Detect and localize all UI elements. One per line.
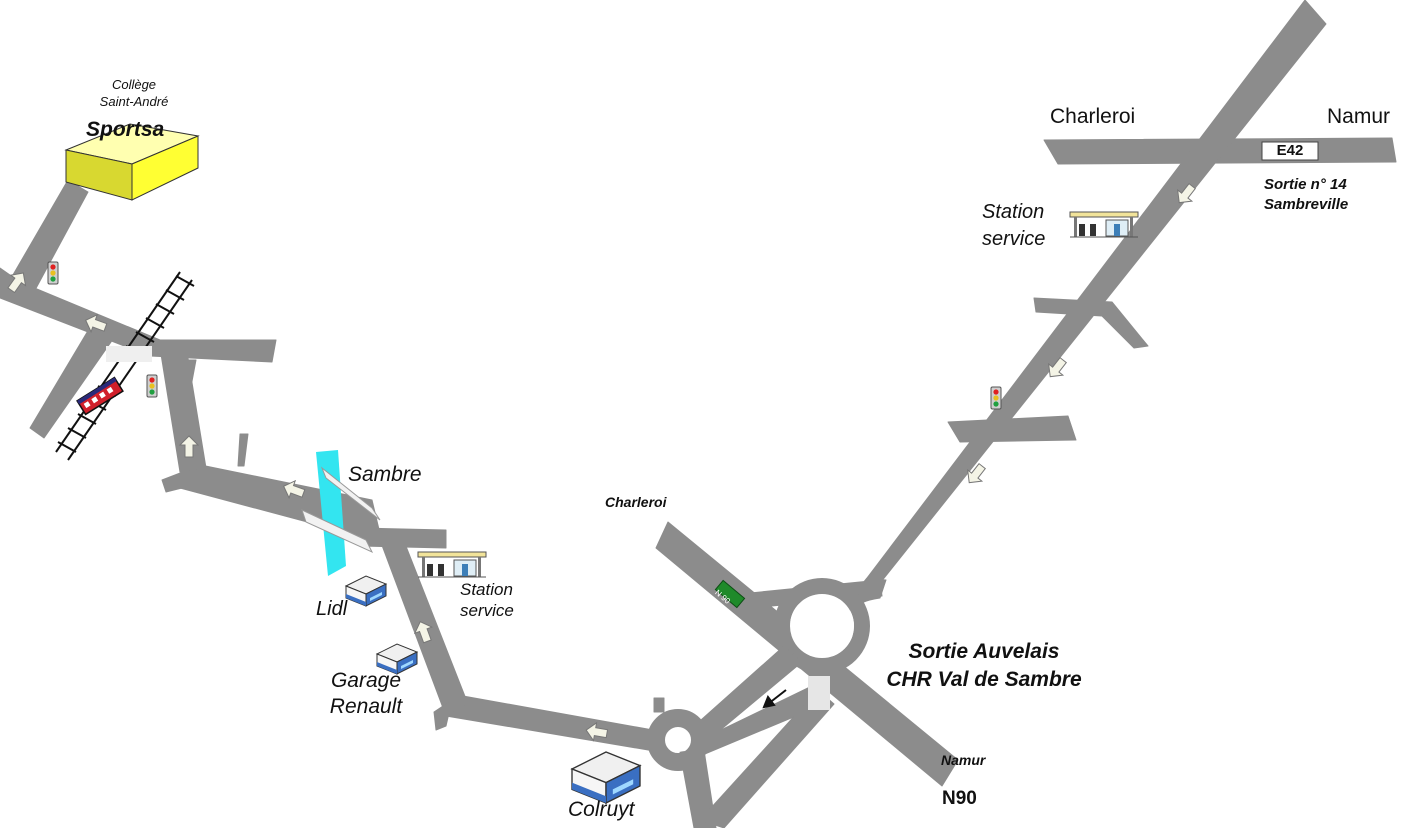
college-label-line1: Collège	[111, 77, 157, 92]
direction-arrows	[7, 182, 1197, 742]
college-label: Collège Saint-André	[96, 76, 172, 110]
direction-arrow-icon	[1048, 356, 1068, 378]
e42-sign-label: E42	[1276, 142, 1304, 159]
traffic-light-icon	[990, 386, 1002, 410]
gas-station-icon	[417, 551, 487, 578]
direction-arrow-icon	[762, 689, 787, 709]
direction-arrow-icon	[413, 620, 434, 644]
sportsa-label: Sportsa	[86, 118, 165, 141]
namur-n90-label: Namur	[941, 752, 986, 768]
sambre-label: Sambre	[348, 463, 422, 486]
station-service-label-2: Station service	[982, 199, 1045, 253]
sortie-auvelais-label: Sortie Auvelais CHR Val de Sambre	[866, 638, 1102, 694]
sortie-14-label: Sortie n° 14 Sambreville	[1264, 175, 1348, 215]
road-south-ramp	[699, 689, 835, 828]
direction-arrow-icon	[282, 479, 306, 500]
road-cross-2	[947, 415, 1077, 443]
garage-label-line1: Garage	[330, 669, 402, 692]
road-stub-3	[181, 359, 197, 393]
underpass-block	[808, 676, 830, 710]
road-colruyt-west	[445, 693, 665, 753]
colruyt-label: Colruyt	[568, 798, 635, 821]
station-service-2-line2: service	[982, 228, 1046, 250]
store-building-icon	[345, 575, 387, 607]
sortie-14-line1: Sortie n° 14	[1264, 176, 1347, 193]
college-label-line2: Saint-André	[99, 94, 169, 109]
road-stub-1	[237, 433, 249, 467]
charleroi-e42-label: Charleroi	[1050, 105, 1136, 128]
lidl-label: Lidl	[316, 598, 348, 620]
charleroi-n90-label: Charleroi	[605, 494, 667, 510]
sambre-river	[301, 450, 381, 576]
direction-arrow-icon	[585, 721, 609, 742]
direction-arrow-icon	[178, 435, 200, 458]
station-service-2-line1: Station	[982, 201, 1045, 223]
road-junction	[0, 267, 277, 363]
station-service-1-line2: service	[460, 601, 514, 620]
traffic-light-icon	[47, 261, 59, 285]
road-to-sportsa	[9, 179, 89, 293]
n90-sign	[714, 579, 746, 609]
garage-label: Garage Renault	[318, 668, 414, 720]
train-icon	[76, 376, 124, 416]
namur-e42-label: Namur	[1327, 105, 1391, 128]
traffic-light-icon	[146, 374, 158, 398]
road-stub-2	[161, 469, 191, 493]
direction-arrow-icon	[1177, 182, 1197, 204]
road-cross-1	[1033, 297, 1149, 349]
direction-arrow-icon	[967, 462, 987, 484]
gas-station-icon	[1069, 211, 1139, 238]
colruyt-building-icon	[570, 751, 642, 805]
destination-building-icon	[64, 123, 200, 201]
direction-arrow-icon	[7, 272, 27, 294]
station-service-label-1: Station service	[460, 579, 514, 621]
station-service-1-line1: Station	[460, 580, 513, 599]
sortie-auvelais-line2: CHR Val de Sambre	[886, 668, 1082, 691]
roundabout-n90	[774, 578, 870, 674]
direction-arrow-icon	[84, 313, 108, 334]
level-crossing	[106, 346, 152, 362]
n90-label: N90	[942, 788, 977, 809]
road-north-train	[159, 345, 207, 473]
garage-label-line2: Renault	[329, 695, 403, 718]
road-southwest	[29, 323, 119, 439]
sortie-auvelais-line1: Sortie Auvelais	[908, 640, 1060, 663]
e42-sign	[1261, 141, 1319, 161]
road-stub-left	[433, 699, 453, 731]
sortie-14-line2: Sambreville	[1264, 196, 1349, 213]
